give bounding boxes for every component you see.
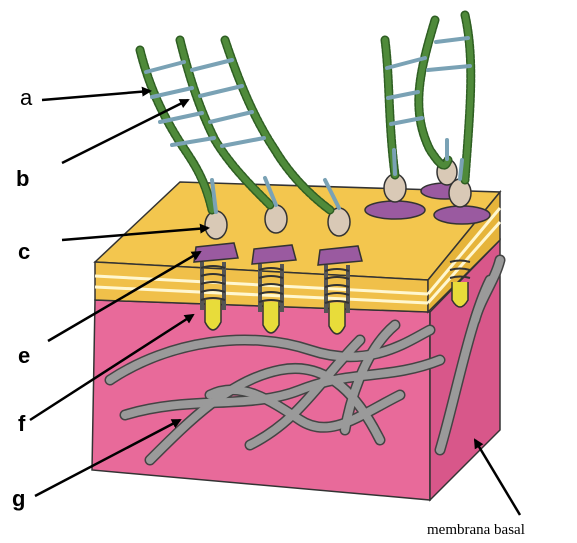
label-f: f <box>18 413 25 435</box>
label-g: g <box>12 488 25 510</box>
label-membrana-basal: membrana basal <box>427 522 525 539</box>
label-b: b <box>16 168 29 190</box>
label-c: c <box>18 241 30 263</box>
label-a: a <box>20 87 32 109</box>
lamina-lucida-layer <box>95 182 500 312</box>
label-e: e <box>18 345 30 367</box>
